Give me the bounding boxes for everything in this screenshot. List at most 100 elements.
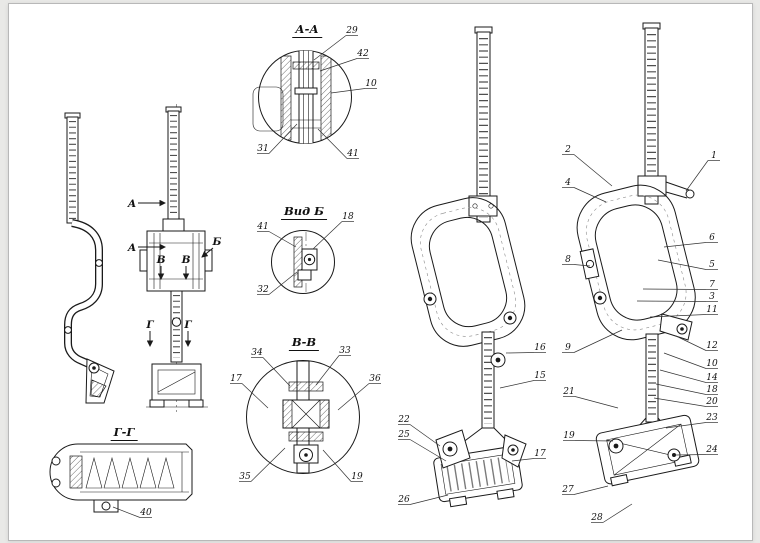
- callout-label: 14: [706, 373, 718, 383]
- callout-label: 26: [397, 495, 410, 505]
- callout-leader: [657, 259, 707, 270]
- callout-label: 7: [709, 280, 715, 290]
- callout-label: 8: [565, 255, 571, 265]
- callout-leader: [653, 397, 707, 407]
- section-arrows: [138, 199, 214, 347]
- section-title-aa: А-А: [292, 22, 322, 38]
- callout-leader: [330, 88, 366, 94]
- callout-leader: [312, 221, 343, 250]
- callout-leader: [573, 187, 607, 203]
- callout-leader: [409, 494, 449, 505]
- section-title-gg: Г-Г: [110, 425, 138, 441]
- callout-label: 40: [139, 508, 152, 518]
- callout-label: 28: [590, 513, 603, 523]
- callout-label: 27: [561, 485, 574, 495]
- detail-section-vv: [246, 360, 360, 474]
- callout-label: 29: [345, 26, 358, 36]
- callout-label: 18: [706, 385, 718, 395]
- view-isometric-right: [576, 22, 700, 487]
- callout-leader: [319, 58, 358, 72]
- callout-leader: [313, 35, 347, 61]
- callout-label: 23: [705, 413, 718, 423]
- callout-leader: [573, 485, 609, 495]
- callout-leader: [409, 424, 441, 447]
- callout-leader: [665, 422, 707, 429]
- callout-leader: [317, 128, 348, 159]
- callout-leader: [241, 383, 269, 409]
- callout-leader: [250, 447, 286, 482]
- callout-leader: [574, 440, 614, 442]
- callout-label: 16: [534, 343, 546, 353]
- callout-label: 42: [356, 49, 369, 59]
- callout-leader: [573, 154, 613, 187]
- callout-label: 3: [709, 292, 715, 302]
- callout-label: 24: [705, 445, 718, 455]
- section-letter: В: [156, 254, 166, 266]
- callout-leader: [655, 383, 707, 395]
- section-letter: Г: [145, 319, 154, 331]
- callout-label: 1: [711, 151, 717, 161]
- callout-label: 17: [230, 374, 242, 384]
- callout-label: 22: [397, 415, 410, 425]
- detail-section-aa: [252, 50, 352, 144]
- callout-label: 21: [562, 387, 574, 397]
- callout-label: 10: [706, 359, 718, 369]
- callout-leader: [574, 396, 619, 409]
- callout-label: 17: [534, 449, 546, 459]
- section-letter: Б: [212, 236, 222, 248]
- section-letter: Г: [183, 319, 192, 331]
- callout-label: 32: [257, 285, 269, 295]
- view-ortho-side: [64, 112, 115, 404]
- callout-label: 34: [251, 348, 263, 358]
- callout-label: 6: [709, 233, 715, 243]
- callout-label: 4: [564, 178, 571, 188]
- callout-leader: [322, 449, 352, 482]
- section-letter: А: [127, 242, 137, 254]
- callout-leader: [649, 314, 707, 318]
- callout-label: 19: [351, 472, 363, 482]
- callout-leader: [573, 264, 591, 267]
- callout-label: 15: [534, 371, 546, 381]
- callout-leader: [602, 503, 633, 523]
- callout-leader: [337, 383, 370, 411]
- callout-label: 33: [339, 346, 351, 356]
- callout-label: 25: [397, 430, 410, 440]
- view-isometric-left: [410, 26, 527, 508]
- callout-leader: [642, 288, 707, 290]
- callout-label: 9: [565, 343, 571, 353]
- callout-leader: [659, 369, 707, 383]
- callout-label: 41: [346, 149, 358, 159]
- callout-leader: [573, 329, 623, 353]
- callout-label: 36: [369, 374, 381, 384]
- section-letter: В: [181, 254, 191, 266]
- callout-label: 18: [342, 212, 354, 222]
- foot-assembly-right: [595, 414, 700, 487]
- callout-leader: [499, 380, 535, 389]
- callout-label: 41: [256, 222, 268, 232]
- detail-section-gg: [49, 443, 193, 513]
- callout-leader: [636, 300, 707, 302]
- callout-leader: [511, 458, 535, 462]
- callout-leader: [315, 355, 340, 386]
- callout-leader: [268, 123, 298, 154]
- callout-label: 10: [365, 79, 377, 89]
- callout-leader: [675, 335, 707, 351]
- view-title-b: Вид Б: [281, 204, 327, 220]
- view-ortho-front: [139, 104, 213, 412]
- callout-leader: [675, 454, 707, 456]
- callout-leader: [663, 352, 707, 369]
- callout-leader: [663, 242, 707, 248]
- callout-leader: [685, 160, 709, 192]
- callout-label: 31: [257, 144, 268, 154]
- callout-label: 12: [706, 341, 718, 351]
- callout-label: 11: [706, 305, 717, 315]
- callout-label: 2: [564, 145, 571, 155]
- callout-leader: [112, 506, 141, 518]
- section-letter: А: [127, 198, 137, 210]
- detail-view-b: [271, 230, 335, 294]
- callout-leader: [262, 357, 291, 387]
- callout-label: 5: [709, 260, 715, 270]
